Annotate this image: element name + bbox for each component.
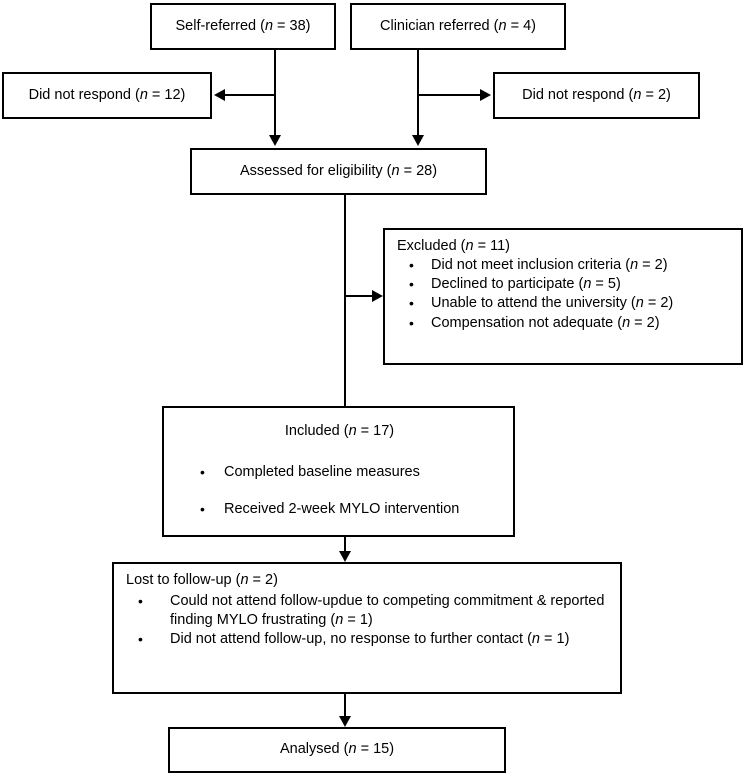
connector-self-referred-to-assessed xyxy=(274,50,276,135)
node-excluded-header: Excluded (n = 11) xyxy=(397,238,510,254)
list-item: Did not attend follow-up, no response to… xyxy=(126,630,610,649)
node-did-not-respond-right-label: Did not respond (n = 2) xyxy=(522,86,671,103)
list-item: Compensation not adequate (n = 2) xyxy=(397,314,731,333)
arrowhead-did-not-respond-right xyxy=(480,89,491,101)
connector-assessed-to-excluded xyxy=(345,295,373,297)
arrowhead-excluded xyxy=(372,290,383,302)
node-excluded: Excluded (n = 11) Did not meet inclusion… xyxy=(383,228,743,365)
list-item: Did not meet inclusion criteria (n = 2) xyxy=(397,256,731,275)
connector-clinician-referred-to-did-not-respond xyxy=(418,94,480,96)
node-did-not-respond-left-label: Did not respond (n = 12) xyxy=(28,86,186,103)
node-lost-to-follow-up: Lost to follow-up (n = 2) Could not atte… xyxy=(112,562,622,694)
node-assessed-for-eligibility: Assessed for eligibility (n = 28) xyxy=(190,148,487,195)
connector-self-referred-to-did-not-respond xyxy=(225,94,275,96)
arrowhead-did-not-respond-left xyxy=(214,89,225,101)
node-did-not-respond-self-referred: Did not respond (n = 12) xyxy=(2,72,212,119)
arrowhead-analysed xyxy=(339,716,351,727)
node-lost-to-follow-up-header: Lost to follow-up (n = 2) xyxy=(126,572,278,588)
connector-clinician-referred-to-assessed xyxy=(417,50,419,135)
node-included-header: Included (n = 17) xyxy=(284,423,395,439)
list-item: Could not attend follow-updue to competi… xyxy=(126,592,610,630)
node-analysed: Analysed (n = 15) xyxy=(168,727,506,773)
node-clinician-referred: Clinician referred (n = 4) xyxy=(350,3,566,50)
arrowhead-lost-to-follow-up xyxy=(339,551,351,562)
arrowhead-clinician-referred-to-assessed xyxy=(412,135,424,146)
node-included: Included (n = 17) Completed baseline mea… xyxy=(162,406,515,537)
node-analysed-label: Analysed (n = 15) xyxy=(279,741,395,758)
node-assessed-label: Assessed for eligibility (n = 28) xyxy=(239,162,438,179)
list-item: Received 2-week MYLO intervention xyxy=(176,500,503,519)
connector-included-to-lost-to-follow-up xyxy=(344,537,346,551)
list-item: Declined to participate (n = 5) xyxy=(397,275,731,294)
connector-lost-to-follow-up-to-analysed xyxy=(344,694,346,716)
included-activity-list: Completed baseline measures Received 2-w… xyxy=(176,463,503,519)
arrowhead-self-referred-to-assessed xyxy=(269,135,281,146)
node-self-referred: Self-referred (n = 38) xyxy=(150,3,336,50)
list-item: Unable to attend the university (n = 2) xyxy=(397,294,731,313)
connector-assessed-to-included xyxy=(344,195,346,406)
list-item: Completed baseline measures xyxy=(176,463,503,482)
node-clinician-referred-label: Clinician referred (n = 4) xyxy=(380,17,536,34)
lost-to-follow-up-reason-list: Could not attend follow-updue to competi… xyxy=(126,592,610,649)
node-did-not-respond-clinician-referred: Did not respond (n = 2) xyxy=(493,72,700,119)
excluded-reason-list: Did not meet inclusion criteria (n = 2) … xyxy=(397,256,731,333)
node-self-referred-label: Self-referred (n = 38) xyxy=(175,17,311,34)
